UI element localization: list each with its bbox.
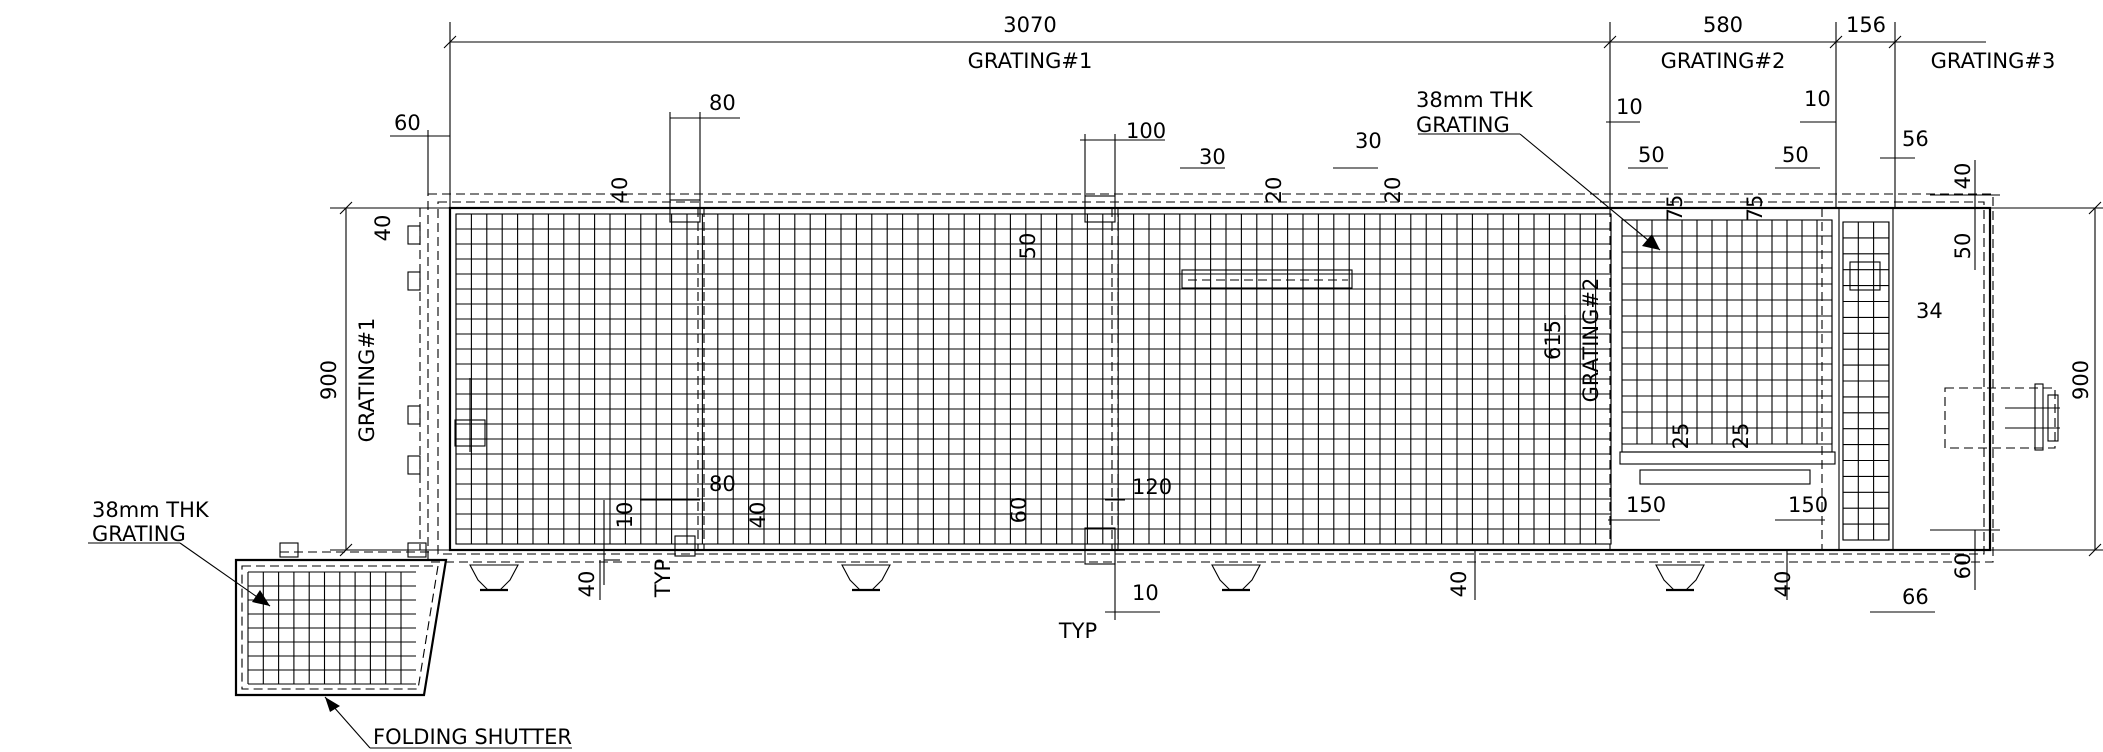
dim-30-b: 30 (1355, 129, 1382, 153)
dim-900-left: 900 (317, 360, 341, 400)
dim-60-right-bottom: 60 (1951, 553, 1975, 580)
typ-label-left: TYP (651, 559, 675, 598)
dim-56: 56 (1902, 127, 1929, 151)
dim-10-bottom: 10 (1132, 581, 1159, 605)
labels: 3070 580 156 GRATING#1 GRATING#2 GRATING… (92, 13, 2093, 749)
support-feet (469, 564, 1705, 592)
dim-900-right: 900 (2069, 360, 2093, 400)
dim-3070: 3070 (1003, 13, 1056, 37)
folding-shutter (234, 542, 448, 697)
grating1-side-label: GRATING#1 (355, 318, 379, 443)
support-foot (841, 564, 891, 591)
dim-40-top-a: 40 (608, 177, 632, 204)
dim-40-right-top: 40 (1951, 163, 1975, 190)
dim-40-left-vert: 40 (371, 215, 395, 242)
dim-10-left: 10 (613, 502, 637, 529)
dim-80-bottom: 80 (709, 472, 736, 496)
dim-50-g2-right: 50 (1782, 143, 1809, 167)
callout-folding-shutter: FOLDING SHUTTER (373, 725, 572, 749)
dim-50-vert: 50 (1016, 233, 1040, 260)
dim-40-bottom-left: 40 (575, 571, 599, 598)
dim-50-g2-left: 50 (1638, 143, 1665, 167)
callout-shutter-grating-line1: 38mm THK (92, 498, 210, 522)
grating3-top-label: GRATING#3 (1931, 49, 2056, 73)
support-foot (1211, 564, 1261, 591)
dim-120: 120 (1132, 475, 1172, 499)
dim-34: 34 (1916, 299, 1943, 323)
grating1-top-label: GRATING#1 (968, 49, 1093, 73)
dim-20-a: 20 (1262, 177, 1286, 204)
dim-75-a: 75 (1663, 195, 1687, 222)
dim-10-top-right: 10 (1804, 87, 1831, 111)
grating1-mesh (455, 195, 1612, 565)
dim-50-right: 50 (1951, 233, 1975, 260)
typ-label-bottom: TYP (1058, 619, 1097, 643)
dim-66: 66 (1902, 585, 1929, 609)
dim-30-a: 30 (1199, 145, 1226, 169)
dim-150-b: 150 (1788, 493, 1828, 517)
dim-60-topleft: 60 (394, 111, 421, 135)
dim-20-b: 20 (1381, 177, 1405, 204)
dim-80-top: 80 (709, 91, 736, 115)
dim-150-a: 150 (1626, 493, 1666, 517)
support-foot (1655, 564, 1705, 591)
grating3-mesh (1842, 221, 1890, 541)
dim-40-bottom-mid: 40 (1447, 571, 1471, 598)
dim-10-top: 10 (1616, 95, 1643, 119)
dim-40-bottom-a: 40 (746, 502, 770, 529)
dim-100: 100 (1126, 119, 1166, 143)
right-hinge-hardware (1944, 383, 2060, 451)
grating2-top-label: GRATING#2 (1661, 49, 1786, 73)
dim-60-bottom: 60 (1007, 497, 1031, 524)
dim-580: 580 (1703, 13, 1743, 37)
callout-grating-line1: 38mm THK (1416, 88, 1534, 112)
grating-frame (427, 193, 2103, 563)
dim-25-b: 25 (1729, 423, 1753, 450)
dim-156: 156 (1846, 13, 1886, 37)
dimension-lines (88, 22, 2102, 749)
callout-grating-line2: GRATING (1416, 113, 1510, 137)
left-hinge-hardware (407, 208, 486, 550)
dim-75-b: 75 (1743, 195, 1767, 222)
dim-25-a: 25 (1669, 423, 1693, 450)
support-foot (469, 564, 519, 591)
callout-shutter-grating-line2: GRATING (92, 522, 186, 546)
dim-40-bottom-right: 40 (1771, 571, 1795, 598)
dim-615: 615 (1541, 320, 1565, 360)
grating2-mesh (1609, 208, 1836, 550)
grating2-side-label: GRATING#2 (1579, 278, 1603, 403)
